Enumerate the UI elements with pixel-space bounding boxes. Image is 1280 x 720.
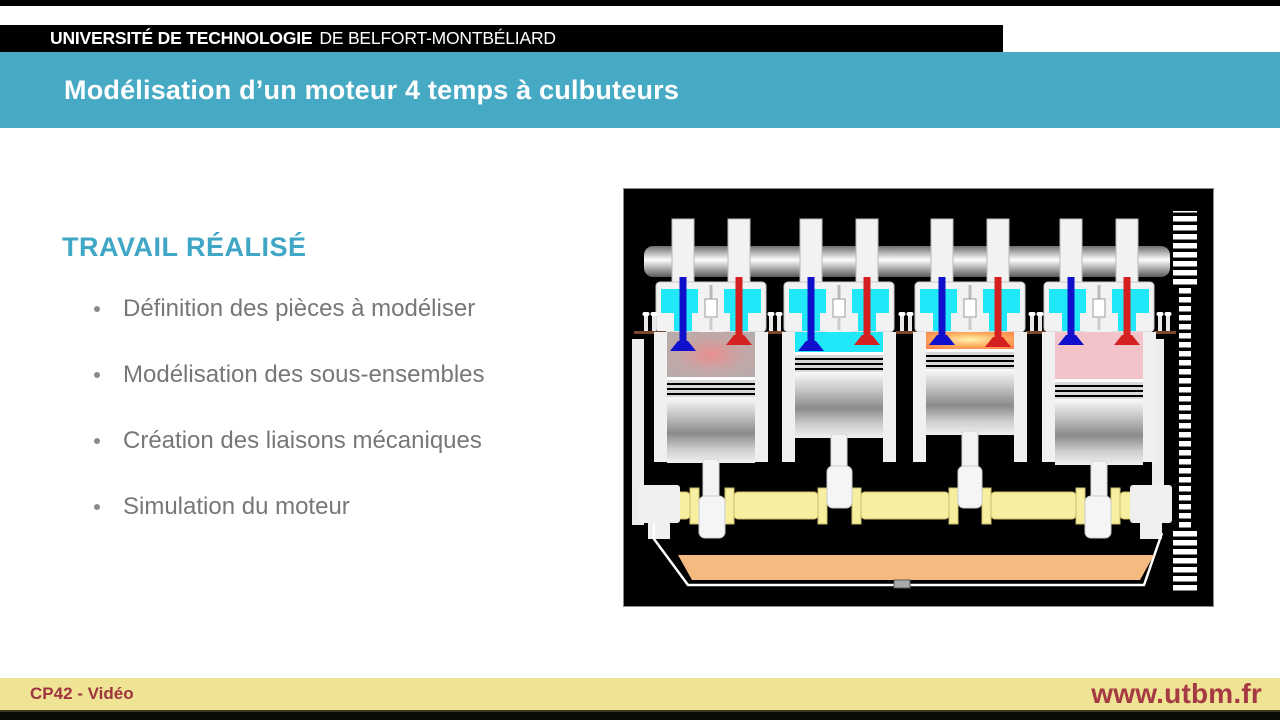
rod-big-ends bbox=[698, 465, 1112, 539]
bullet-text: Définition des pièces à modéliser bbox=[123, 295, 476, 322]
spark-plugs bbox=[704, 285, 1106, 330]
intake-valve-blue bbox=[670, 277, 1084, 351]
engine-cross-section-image bbox=[623, 188, 1214, 607]
head-studs bbox=[634, 312, 1176, 334]
bullet-dot-icon bbox=[94, 306, 100, 312]
valve-lifters bbox=[671, 218, 1139, 283]
list-item: Modélisation des sous-ensembles bbox=[90, 362, 610, 388]
university-logo-bar: UNIVERSITÉ DE TECHNOLOGIE DE BELFORT-MON… bbox=[0, 25, 1003, 52]
piston-4 bbox=[1055, 379, 1143, 465]
slide-title-bar: Modélisation d’un moteur 4 temps à culbu… bbox=[0, 52, 1280, 128]
website-link: www.utbm.fr bbox=[1091, 678, 1262, 709]
footer-band: CP42 - Vidéo www.utbm.fr bbox=[0, 678, 1280, 712]
connecting-rods bbox=[702, 430, 1108, 504]
top-black-strip bbox=[0, 0, 1280, 6]
university-name-bold: UNIVERSITÉ DE TECHNOLOGIE bbox=[50, 28, 313, 48]
head-gasket-lines bbox=[634, 331, 1176, 334]
cylinder-walls bbox=[654, 332, 1156, 462]
exhaust-valve-red bbox=[726, 277, 1140, 347]
piston-1 bbox=[667, 377, 755, 463]
piston-2 bbox=[795, 352, 883, 438]
oil-pan bbox=[652, 523, 1164, 589]
drain-plug bbox=[893, 579, 911, 589]
camshaft bbox=[644, 246, 1170, 277]
bottom-dark-strip bbox=[0, 712, 1280, 720]
piston-3 bbox=[926, 349, 1014, 435]
bullet-list: Définition des pièces à modéliser Modéli… bbox=[90, 296, 610, 560]
university-name-rest: DE BELFORT-MONTBÉLIARD bbox=[319, 28, 556, 48]
bullet-text: Création des liaisons mécaniques bbox=[123, 427, 482, 454]
bullet-dot-icon bbox=[94, 504, 100, 510]
valves bbox=[670, 277, 1140, 351]
course-label: CP42 - Vidéo bbox=[30, 684, 134, 703]
bullet-dot-icon bbox=[94, 438, 100, 444]
section-title: TRAVAIL RÉALISÉ bbox=[62, 232, 307, 262]
crankshaft bbox=[638, 465, 1172, 539]
list-item: Création des liaisons mécaniques bbox=[90, 428, 610, 454]
engine-figure bbox=[624, 189, 1213, 606]
timing-gear bbox=[1173, 211, 1197, 593]
bullet-text: Simulation du moteur bbox=[123, 493, 350, 520]
bullet-text: Modélisation des sous-ensembles bbox=[123, 361, 485, 388]
slide-title: Modélisation d’un moteur 4 temps à culbu… bbox=[64, 74, 680, 105]
list-item: Définition des pièces à modéliser bbox=[90, 296, 610, 322]
list-item: Simulation du moteur bbox=[90, 494, 610, 520]
pistons bbox=[667, 349, 1143, 465]
bullet-dot-icon bbox=[94, 372, 100, 378]
